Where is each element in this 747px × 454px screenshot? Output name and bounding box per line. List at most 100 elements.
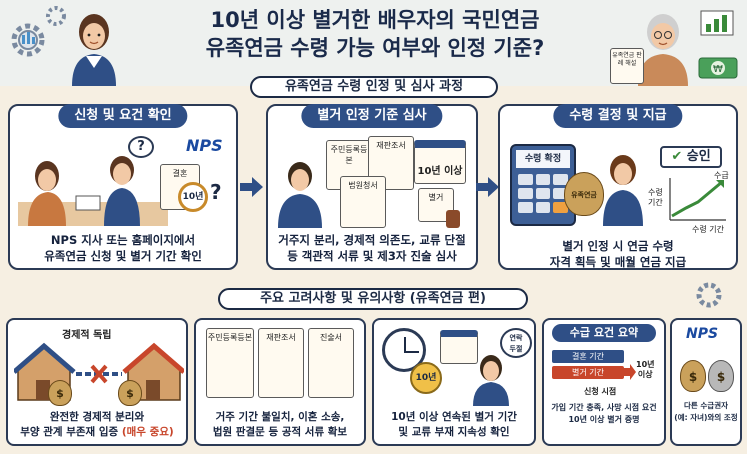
card-economic-independence: 경제적 독립 $ $ 완전한 경제적 분리와 부양 관계 부존재 입증 (매우 …	[6, 318, 188, 446]
question-mark-icon: ?	[210, 180, 222, 204]
court-document: 법원청서	[340, 176, 386, 228]
step-panel-review: 별거 인정 기준 심사 주민등록등본 재판조서 법원청서 10년 이상 별거 거…	[266, 104, 478, 270]
step-desc-line-2: 등 객관적 서류 및 제3자 진술 심사	[287, 249, 457, 263]
resident-registration-doc: 주민등록등본	[206, 328, 254, 398]
arrow-right-icon	[240, 177, 263, 197]
years-label-line-1: 10년	[636, 360, 655, 369]
doc-label: 주민등록등본	[207, 333, 253, 342]
step-title: 별거 인정 기준 심사	[301, 104, 443, 128]
step-desc-line-1: NPS 지사 또는 홈페이지에서	[50, 233, 196, 247]
woman-illustration	[72, 14, 116, 86]
step-desc-line-1: 별거 인정 시 연금 수령	[562, 239, 674, 253]
nps-logo: NPS	[686, 326, 719, 342]
card-official-documents: 주민등록등본 재판조서 진술서 거주 기간 불일치, 이혼 소송, 법원 판결문…	[194, 318, 366, 446]
bag-label: 유족연금	[571, 191, 597, 199]
card-desc-line-2: 부양 관계 부존재 입증 (매우 중요)	[12, 425, 182, 440]
card-other-recipients: NPS $ $ 다른 수급권자 (예: 자녀)와의 조정	[670, 318, 742, 446]
bubble-label-line-1: 연락	[509, 334, 523, 342]
card-desc-line-1: 다른 수급권자	[683, 401, 728, 410]
step-desc-line-2: 자격 획득 및 매월 연금 지급	[549, 255, 687, 269]
consultation-illustration	[18, 156, 168, 226]
doc-label: 별거	[428, 193, 444, 202]
chart-ylabel: 수령 기간	[648, 188, 663, 208]
card-desc: 완전한 경제적 분리와 부양 관계 부존재 입증 (매우 중요)	[12, 410, 182, 440]
contact-lost-bubble: 연락 두절	[500, 328, 532, 358]
calendar-icon	[440, 330, 478, 364]
card-desc: 10년 이상 연속된 별거 기간 및 교류 부재 지속성 확인	[378, 410, 530, 440]
arrow-right-icon	[476, 177, 499, 197]
question-bubble-icon: ?	[128, 136, 154, 158]
calculator-screen: 수령 확정	[516, 150, 570, 168]
summary-title: 수급 요건 요약	[552, 324, 656, 342]
arrow-right-icon	[624, 364, 636, 380]
years-label-line-2: 이상	[637, 370, 653, 379]
marriage-doc-label: 결혼	[172, 169, 188, 178]
years-label: 10년	[182, 192, 204, 202]
magnifier-icon: 10년	[178, 182, 208, 212]
doc-label: 재판조서	[266, 333, 296, 342]
card-desc-prefix: 부양 관계 부존재 입증	[20, 426, 122, 438]
marriage-period-bar: 결혼 기간	[552, 350, 624, 363]
doc-label: 재판조서	[376, 141, 406, 150]
card-desc-line-1: 완전한 경제적 분리와	[49, 411, 145, 423]
nps-logo: NPS	[186, 136, 223, 155]
gear-icon	[696, 282, 722, 308]
chart-ylabel-line-2: 기간	[648, 198, 663, 207]
chart-ylabel-line-1: 수령	[648, 188, 663, 197]
card-desc-line-1: 가입 기간 충족, 사망 시점 요건	[551, 403, 657, 412]
card-label: 경제적 독립	[62, 330, 112, 341]
court-record-doc: 재판조서	[258, 328, 304, 398]
calculator-icon: 수령 확정	[510, 144, 576, 226]
ten-years-badge: 10년	[410, 362, 442, 394]
calendar-icon: 10년 이상	[414, 140, 466, 184]
separation-period-bar: 별거 기간	[552, 366, 624, 379]
money-bag-icon: $	[708, 360, 734, 392]
card-eligibility-summary: 수급 요건 요약 결혼 기간 별거 기간 10년 이상 신청 시점 가입 기간 …	[542, 318, 666, 446]
card-desc-line-2: (예: 자녀)와의 조정	[674, 413, 738, 422]
considerations-section-title: 주요 고려사항 및 유의사항 (유족연금 편)	[218, 288, 528, 310]
doc-label: 유족연금 판례 해설	[612, 52, 642, 67]
application-time-label: 신청 시점	[584, 387, 617, 396]
document-icon: 유족연금 판례 해설	[610, 48, 644, 84]
houses-illustration	[14, 342, 184, 401]
card-desc-line-2: 및 교류 부재 지속성 확인	[398, 426, 510, 438]
money-icon: ₩	[698, 57, 738, 79]
step-desc-line-1: 거주지 분리, 경제적 의존도, 교류 단절	[278, 233, 466, 247]
card-desc-line-1: 거주 기간 불일치, 이혼 소송,	[215, 411, 345, 423]
step-desc: 거주지 분리, 경제적 의존도, 교류 단절 등 객관적 서류 및 제3자 진술…	[274, 232, 470, 264]
doc-label: 주민등록등본	[330, 145, 368, 165]
gear-icon	[11, 23, 45, 57]
check-icon: ✔	[671, 149, 683, 164]
card-separation-continuity: 10년 연락 두절 10년 이상 연속된 별거 기간 및 교류 부재 지속성 확…	[372, 318, 536, 446]
money-bag-icon: $	[118, 380, 142, 406]
recipient-woman-illustration	[603, 155, 643, 226]
clock-label: 10년	[415, 373, 437, 383]
card-desc: 다른 수급권자 (예: 자녀)와의 조정	[673, 400, 739, 424]
process-section-title: 유족연금 수령 인정 및 심사 과정	[250, 76, 498, 98]
step-panel-payment: 수령 결정 및 지급 수령 확정 유족연금 ✔ 승인 수급 수령 기간 수령 기…	[498, 104, 738, 270]
card-desc-highlight: (매우 중요)	[121, 426, 174, 438]
approval-label: 승인	[686, 149, 711, 164]
calendar-label: 10년 이상	[417, 166, 463, 177]
gear-small-icon	[46, 6, 66, 26]
ten-years-label: 10년 이상	[636, 360, 655, 380]
bar-chart-icon	[700, 10, 734, 36]
money-bag-icon: $	[48, 380, 72, 406]
doc-label: 진술서	[319, 333, 343, 342]
step-desc: NPS 지사 또는 홈페이지에서 유족연금 신청 및 별거 기간 확인	[16, 232, 230, 264]
step-panel-apply: 신청 및 요건 확인 ? NPS 결혼 10년 ? NPS 지사 또는 홈페이지…	[8, 104, 238, 270]
approval-badge: ✔ 승인	[660, 146, 722, 168]
stamp-icon	[446, 210, 460, 228]
chart-xlabel: 수령 기간	[692, 225, 724, 234]
step-desc-line-2: 유족연금 신청 및 별거 기간 확인	[44, 249, 202, 263]
card-desc-line-2: 법원 판결문 등 공적 서류 확보	[212, 426, 348, 438]
step-title: 신청 및 요건 확인	[58, 104, 188, 128]
card-desc: 거주 기간 불일치, 이혼 소송, 법원 판결문 등 공적 서류 확보	[200, 410, 360, 440]
money-bag-icon: $	[680, 360, 706, 392]
pension-money-bag-icon: 유족연금	[564, 172, 604, 216]
card-desc-line-2: 10년 이상 별거 증명	[568, 415, 640, 424]
page-title: 10년 이상 별거한 배우자의 국민연금 유족연금 수령 가능 여부와 인정 기…	[140, 6, 610, 62]
statement-doc: 진술서	[308, 328, 354, 398]
growth-chart-icon	[669, 178, 726, 221]
title-line-1: 10년 이상 별거한 배우자의 국민연금	[210, 8, 540, 32]
